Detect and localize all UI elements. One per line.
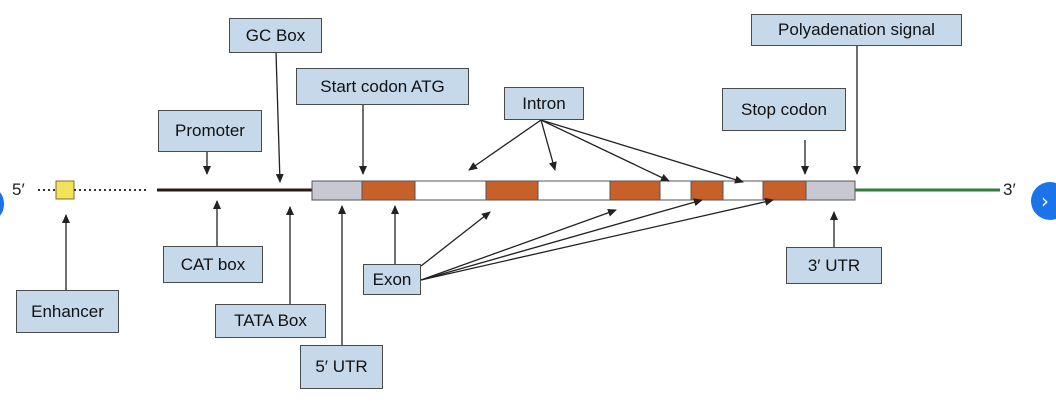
chevron-right-icon: › bbox=[1041, 189, 1049, 213]
stop-codon-label: Stop codon bbox=[722, 88, 846, 131]
enhancer-box bbox=[55, 180, 75, 200]
five-prime-end-label: 5′ bbox=[12, 180, 25, 199]
three-prime-end-label: 3′ bbox=[1003, 180, 1016, 199]
exon-label: Exon bbox=[363, 264, 421, 295]
exon-1 bbox=[361, 180, 416, 201]
cat-box-label: CAT box bbox=[163, 246, 263, 283]
utr-5-label: 5′ UTR bbox=[300, 345, 383, 389]
utr-3-label: 3′ UTR bbox=[786, 247, 882, 284]
exon-2 bbox=[485, 180, 539, 201]
utr-5-region bbox=[311, 180, 363, 201]
next-button[interactable]: › bbox=[1031, 182, 1056, 220]
exon-5 bbox=[762, 180, 807, 201]
exon-4 bbox=[690, 180, 724, 201]
tata-box-label: TATA Box bbox=[215, 304, 326, 338]
start-codon-label: Start codon ATG bbox=[296, 68, 469, 105]
pointer-arrows bbox=[62, 45, 861, 346]
polyadenylation-signal-label: Polyadenation signal bbox=[751, 14, 962, 46]
gc-box-label: GC Box bbox=[229, 18, 322, 53]
previous-button[interactable] bbox=[0, 190, 4, 218]
enhancer-label: Enhancer bbox=[16, 290, 119, 333]
promoter-label: Promoter bbox=[158, 110, 262, 152]
exon-3 bbox=[609, 180, 661, 201]
intron-label: Intron bbox=[504, 87, 584, 120]
utr-3-region bbox=[805, 180, 856, 201]
